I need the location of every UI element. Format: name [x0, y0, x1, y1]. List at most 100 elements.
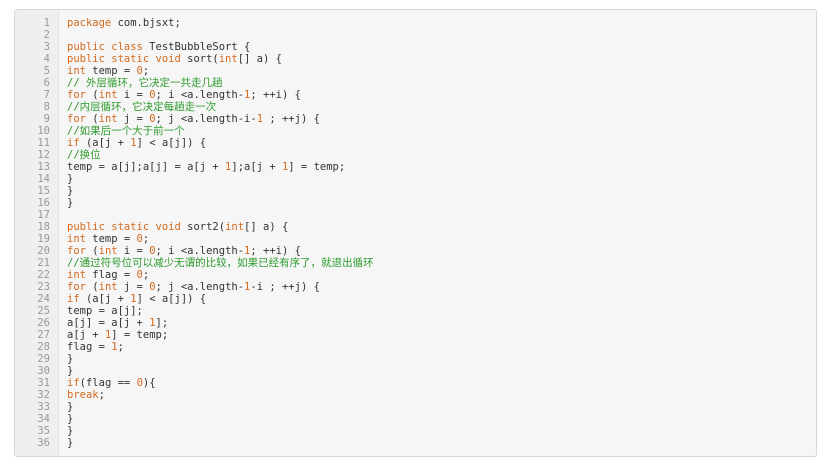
code-line: 32 break; — [15, 389, 805, 401]
line-number: 17 — [37, 209, 50, 221]
code-token: ; ++i) { — [250, 245, 301, 257]
line-number: 29 — [37, 353, 50, 365]
code-token: } — [67, 413, 74, 425]
keyword-token: int — [98, 113, 118, 125]
keyword-token: int — [98, 245, 118, 257]
number-token: 1 — [130, 293, 137, 305]
line-number: 16 — [37, 197, 50, 209]
code-line: 15} — [15, 185, 805, 197]
code-token: ; — [98, 389, 105, 401]
code-token: ( — [85, 281, 99, 293]
code-token: j = — [117, 113, 150, 125]
line-number: 32 — [37, 389, 50, 401]
line-number: 7 — [43, 89, 50, 101]
line-number: 20 — [37, 245, 50, 257]
keyword-token: if — [67, 293, 80, 305]
number-token: 1 — [104, 329, 112, 341]
keyword-token: if — [67, 377, 80, 389]
line-number: 14 — [37, 173, 50, 185]
number-token: 1 — [244, 281, 251, 293]
line-number: 26 — [37, 317, 50, 329]
comment-token: //如果后一个大于前一个 — [67, 125, 185, 137]
line-number: 34 — [37, 413, 50, 425]
comment-token: //换位 — [67, 149, 101, 161]
code-token: (flag == — [79, 377, 137, 389]
code-token: (a[j + — [79, 137, 131, 149]
code-line: 31 if(flag == 0){ — [15, 377, 805, 389]
code-token: ( — [85, 89, 99, 101]
code-line: 10 //如果后一个大于前一个 — [15, 125, 805, 137]
code-text: } — [67, 365, 73, 377]
code-text: temp = a[j]; — [67, 305, 143, 317]
code-line: 35} — [15, 425, 805, 437]
number-token: 0 — [136, 65, 143, 77]
code-text: if(flag == 0){ — [67, 377, 156, 389]
keyword-token: for — [67, 245, 86, 257]
code-text: public class TestBubbleSort { — [67, 41, 250, 53]
line-number: 5 — [43, 65, 50, 77]
keyword-token: int — [98, 89, 118, 101]
code-text: for (int j = 0; j <a.length-i-1 ; ++j) { — [67, 113, 320, 125]
code-text: flag = 1; — [67, 341, 124, 353]
code-text: for (int i = 0; i <a.length-1; ++i) { — [67, 89, 301, 101]
line-number: 2 — [43, 29, 50, 41]
code-token: (a[j + — [79, 293, 131, 305]
number-token: 0 — [136, 269, 143, 281]
code-token: } — [67, 401, 74, 413]
line-number: 6 — [43, 77, 50, 89]
code-token: temp = a[j]; — [67, 305, 143, 317]
line-number: 33 — [37, 401, 50, 413]
code-token: ]; — [155, 317, 169, 329]
code-token: } — [67, 185, 74, 197]
code-token: com.bjsxt; — [111, 17, 181, 29]
code-text: temp = a[j];a[j] = a[j + 1];a[j + 1] = t… — [67, 161, 345, 173]
line-number: 19 — [37, 233, 50, 245]
line-number: 27 — [37, 329, 50, 341]
number-token: 0 — [136, 377, 143, 389]
code-token: temp = — [85, 65, 137, 77]
code-token: sort( — [180, 53, 219, 65]
keyword-token: int — [225, 221, 245, 233]
code-line: 6// 外层循环，它决定一共走几趟 — [15, 77, 805, 89]
code-text: //内层循环，它决定每趟走一次 — [67, 101, 216, 113]
line-number: 15 — [37, 185, 50, 197]
code-text: for (int j = 0; j <a.length-1-i ; ++j) { — [67, 281, 320, 293]
number-token: 0 — [149, 245, 156, 257]
code-text: break; — [67, 389, 105, 401]
keyword-token: int — [98, 281, 118, 293]
code-line: 30} — [15, 365, 805, 377]
code-token: sort2( — [180, 221, 226, 233]
line-number-gutter — [15, 10, 59, 456]
code-text: } — [67, 437, 73, 449]
code-token: ; — [142, 269, 150, 281]
code-line: 12 //换位 — [15, 149, 805, 161]
code-token: a[j] = a[j + — [67, 317, 150, 329]
code-token: a[j + — [67, 329, 105, 341]
line-number: 10 — [37, 125, 50, 137]
code-text: public static void sort2(int[] a) { — [67, 221, 288, 233]
line-number: 4 — [43, 53, 50, 65]
number-token: 1 — [111, 341, 118, 353]
keyword-token: for — [67, 113, 86, 125]
code-token: j = — [117, 281, 150, 293]
code-text: //通过符号位可以减少无谓的比较，如果已经有序了，就退出循环 — [67, 257, 374, 269]
line-number: 31 — [37, 377, 50, 389]
code-text: //如果后一个大于前一个 — [67, 125, 185, 137]
code-token: ] < a[j]) { — [136, 137, 207, 149]
code-token: ; — [117, 341, 124, 353]
code-token: TestBubbleSort { — [142, 41, 251, 53]
line-number: 24 — [37, 293, 50, 305]
code-token: temp = a[j];a[j] = a[j + — [67, 161, 226, 173]
code-line: 33} — [15, 401, 805, 413]
line-number: 12 — [37, 149, 50, 161]
code-token: flag = — [67, 341, 112, 353]
line-number: 36 — [37, 437, 50, 449]
